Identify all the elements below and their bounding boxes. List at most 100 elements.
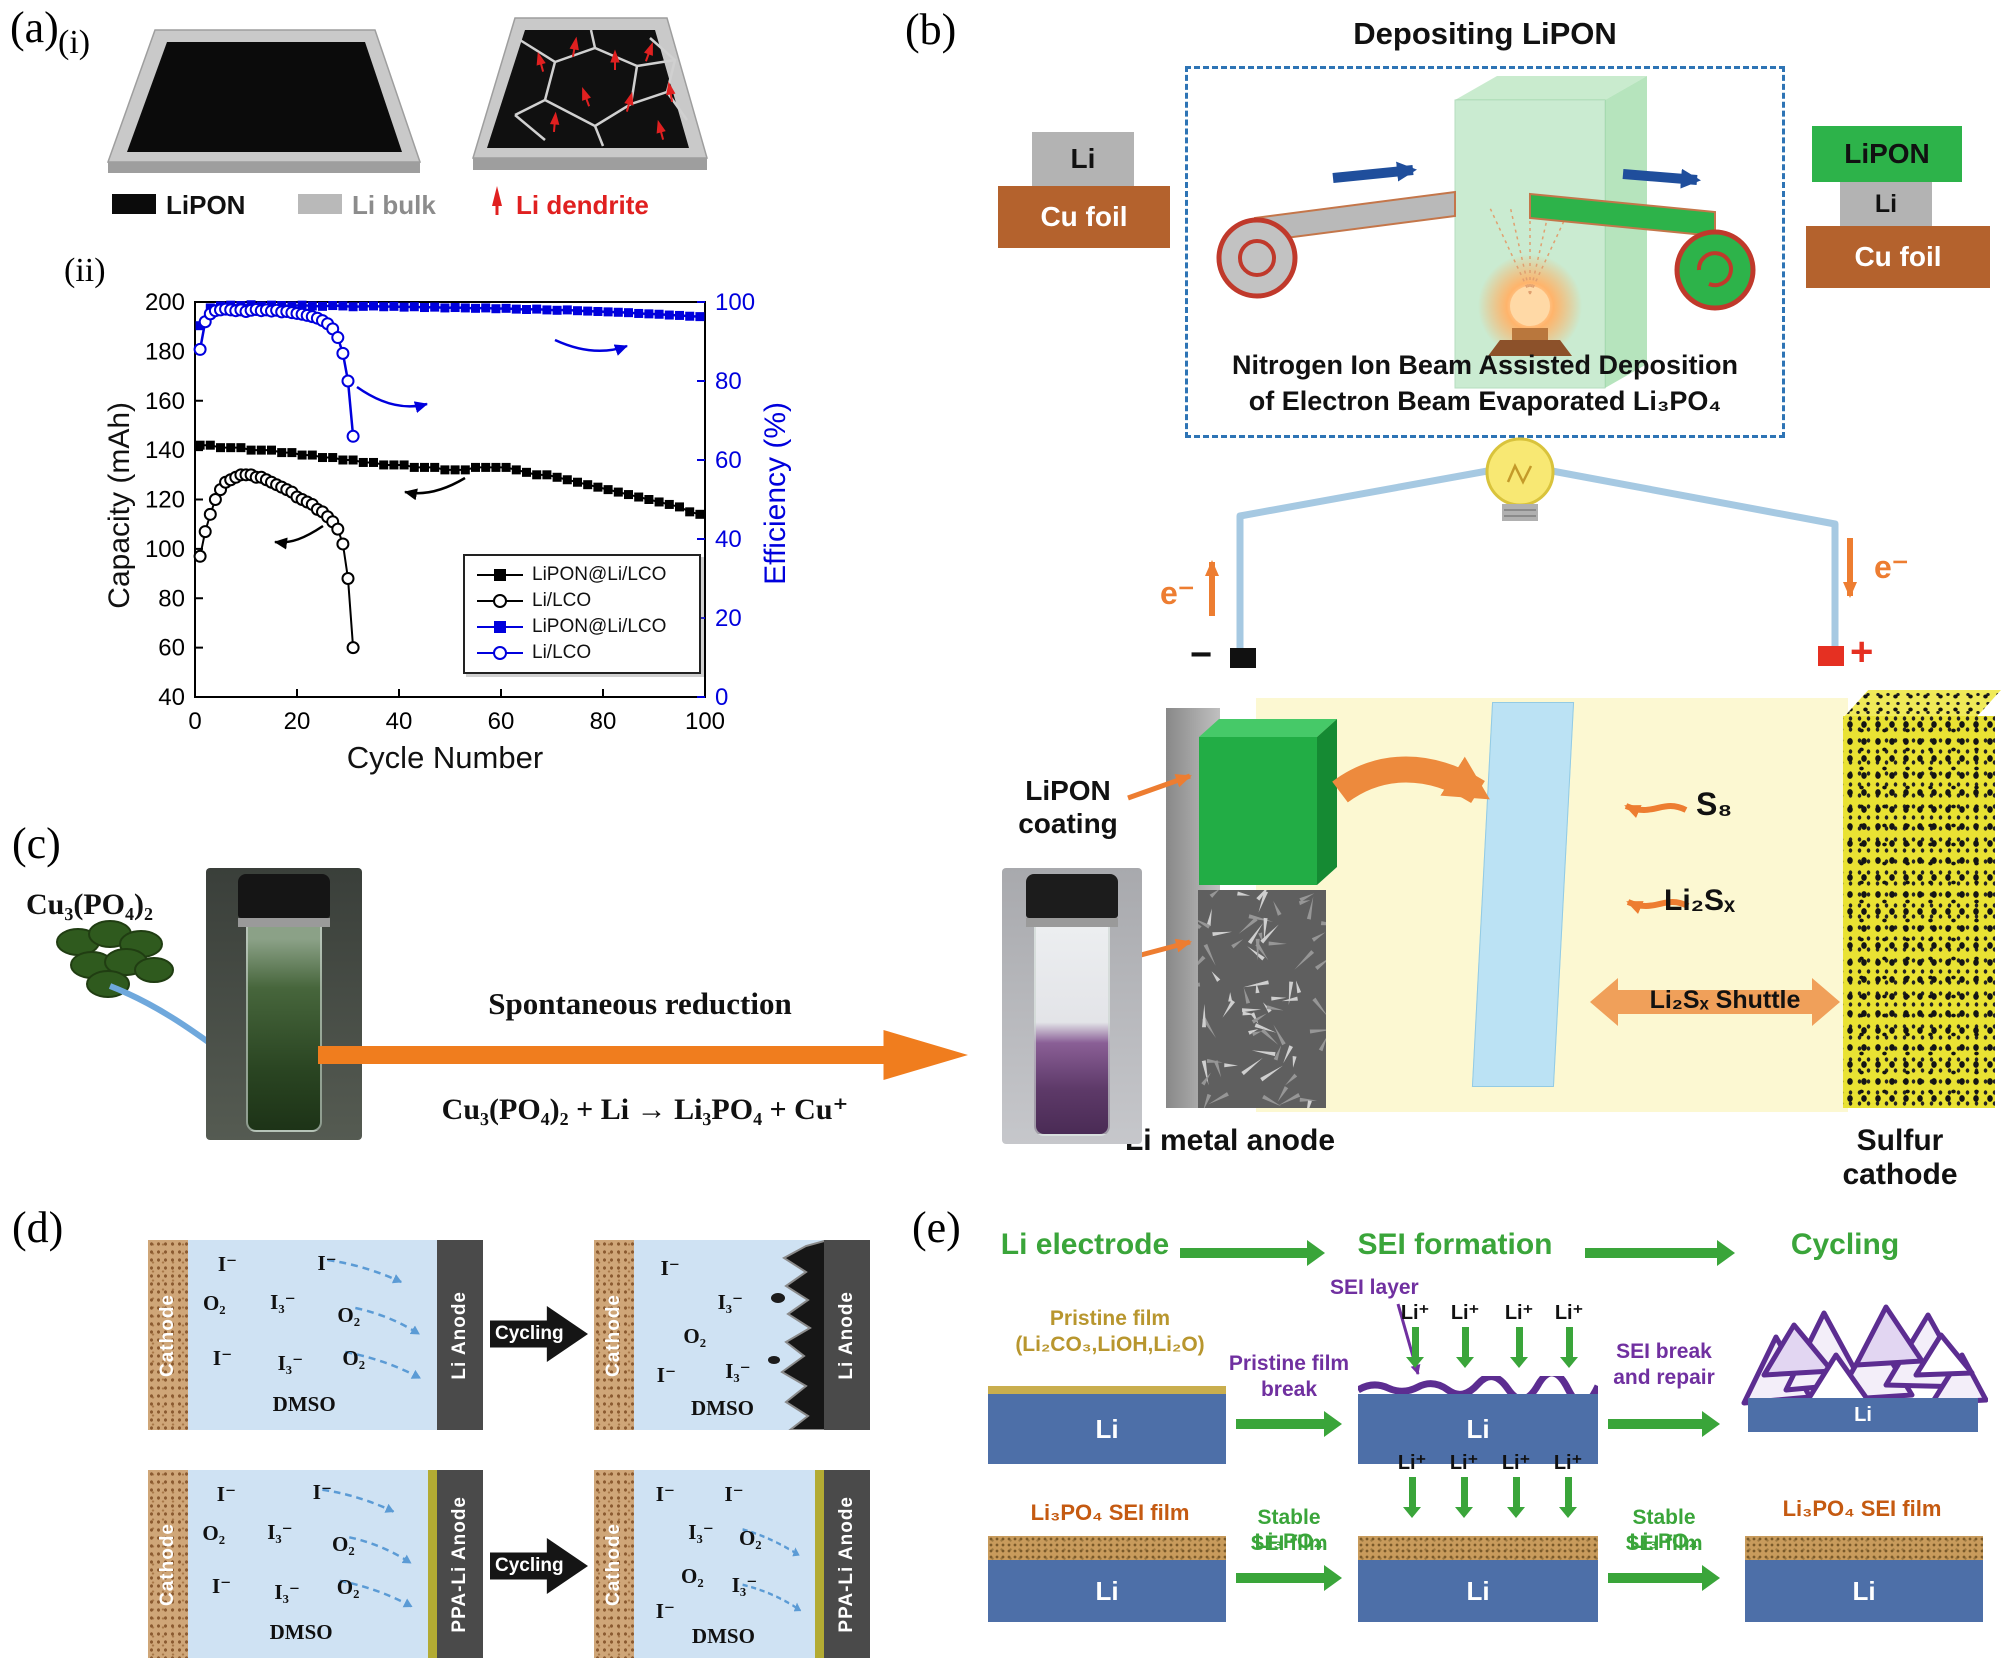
pristine-film-line1: Pristine film [980,1306,1240,1332]
cu-foil-box-left: Cu foil [998,186,1170,248]
anode-label: Li Anode [836,1291,858,1380]
positive-terminal [1818,646,1844,666]
species-label: DMSO [691,1396,754,1421]
ppa-protective-layer [815,1470,824,1658]
species-label: O₂ [342,1346,365,1371]
stable-film-line2: SEI film [1222,1532,1356,1556]
vial-band [1026,918,1118,927]
capacity-drop-annotation-arrow [275,526,323,542]
down-arrow-icon [1412,1327,1419,1357]
vial-band [238,918,330,927]
flow-arrow [1180,1240,1325,1266]
flow-arrow [1608,1566,1720,1590]
species-label: I₃⁻ [267,1519,293,1545]
species-label: I⁻ [725,1481,744,1507]
y-axis-label-right: Efficiency (%) [759,402,793,585]
li-slab-label: Li [1852,1576,1875,1607]
legend-marker-black-square [477,567,523,583]
cu-foil-box-right: Cu foil [1806,226,1990,288]
li-layer-label: Li [1071,143,1096,175]
species-label: I₃⁻ [688,1519,714,1545]
svg-text:0: 0 [715,684,728,711]
li-bulk-legend-label: Li bulk [352,190,436,221]
flow-arrow [1585,1240,1735,1266]
flow-arrow [1236,1566,1342,1590]
species-label: O₂ [337,1575,360,1600]
legend-label: Li/LCO [532,590,591,612]
light-bulb [1487,439,1553,505]
li-layer-box-left: Li [1032,132,1134,186]
cathode-bar: Cathode [148,1240,188,1430]
lipon-legend-label: LiPON [166,190,245,221]
species-label: I₃⁻ [725,1358,751,1384]
efficiency-annotation-arrow [555,340,627,351]
svg-text:200: 200 [145,289,185,316]
cell-li-anode-after: Cathode I⁻I₃⁻O₂I⁻I₃⁻DMSO Li Anode [594,1240,870,1430]
deposition-caption-line2: of Electron Beam Evaporated Li₃PO₄ [1190,386,1780,417]
svg-text:180: 180 [145,338,185,365]
species-label: I₃⁻ [274,1579,300,1605]
li-ion-label: Li⁺ [1502,1452,1530,1474]
li-slab-label: Li [1854,1404,1872,1427]
cathode-bar: Cathode [594,1470,634,1658]
li-layer-box-right: Li [1840,182,1932,226]
species-label: I₃⁻ [270,1289,296,1315]
vial-liquid-green [246,927,322,1132]
stable-film-line2: SEI film [1596,1532,1732,1556]
cathode-label: Cathode [603,1294,625,1377]
li-slab-label: Li [1466,1576,1489,1607]
species-label: O₂ [203,1291,226,1316]
svg-text:20: 20 [715,605,742,632]
roll-to-roll-deposition-schematic [1185,66,1785,438]
lipon-layer-label: LiPON [1844,138,1930,170]
lipon-swatch [112,194,156,214]
svg-text:60: 60 [715,447,742,474]
ppa-protective-layer [428,1470,437,1658]
electron-label-left: e⁻ [1160,574,1195,612]
svg-text:120: 120 [145,487,185,514]
y-axis-label-left: Capacity (mAh) [103,402,137,609]
svg-text:60: 60 [488,708,515,735]
unwind-roller [1219,220,1295,296]
electrolyte-region: I⁻I⁻O₂I₃⁻O₂I⁻I₃⁻O₂DMSO [188,1240,437,1430]
sei-break-line1: SEI break [1596,1340,1732,1364]
svg-text:60: 60 [158,635,185,662]
li-ion-arrow: Li⁺ [1390,1450,1434,1507]
li3po4-film-layer [1358,1536,1598,1560]
species-label: I⁻ [217,1481,236,1507]
cathode-bar: Cathode [594,1240,634,1430]
header-cycling: Cycling [1755,1228,1935,1262]
species-label: I⁻ [317,1250,336,1276]
pristine-film-layer [988,1386,1226,1394]
li-slab-label: Li [1466,1414,1489,1445]
header-li-electrode: Li electrode [995,1228,1175,1262]
plus-sign: + [1850,630,1873,675]
sei-break-line2: and repair [1596,1366,1732,1390]
reaction-equation: Cu₃(PO₄)₂ + Li → Li₃PO₄ + Cu⁺ [320,1092,970,1127]
li-ion-arrow: Li⁺ [1443,1300,1487,1357]
li-slab: Li [1745,1560,1983,1622]
li3po4-film-label-left: Li₃PO₄ SEI film [980,1500,1240,1526]
li-ion-arrow: Li⁺ [1547,1300,1591,1357]
pristine-break-line1: Pristine film [1226,1352,1352,1376]
svg-text:40: 40 [386,708,413,735]
vial-green [238,874,330,1132]
broken-sei-crystals [1736,1285,1988,1407]
species-label: I₃⁻ [718,1289,744,1315]
li-ion-label: Li⁺ [1554,1452,1582,1474]
lipon-coating-pointer-arrow [1128,776,1190,798]
species-label: I⁻ [218,1251,237,1277]
cathode-label: Cathode [157,1294,179,1377]
cycling-performance-chart: 0204060801004060801001201401601802000204… [95,272,795,787]
species-label: DMSO [270,1620,333,1645]
pristine-break-line2: break [1226,1378,1352,1402]
panel-c-label: (c) [12,818,61,869]
lipon-coating-label: LiPON coating [1000,774,1136,840]
li-layer-label: Li [1875,190,1897,219]
li-slab: Li [988,1560,1226,1622]
legend-label: LiPON@Li/LCO [532,564,666,586]
species-label: O₂ [337,1303,360,1328]
anode-label: PPA-Li Anode [836,1496,858,1633]
species-label: I⁻ [656,1481,675,1507]
sei-layer-label: SEI layer [1330,1276,1419,1300]
